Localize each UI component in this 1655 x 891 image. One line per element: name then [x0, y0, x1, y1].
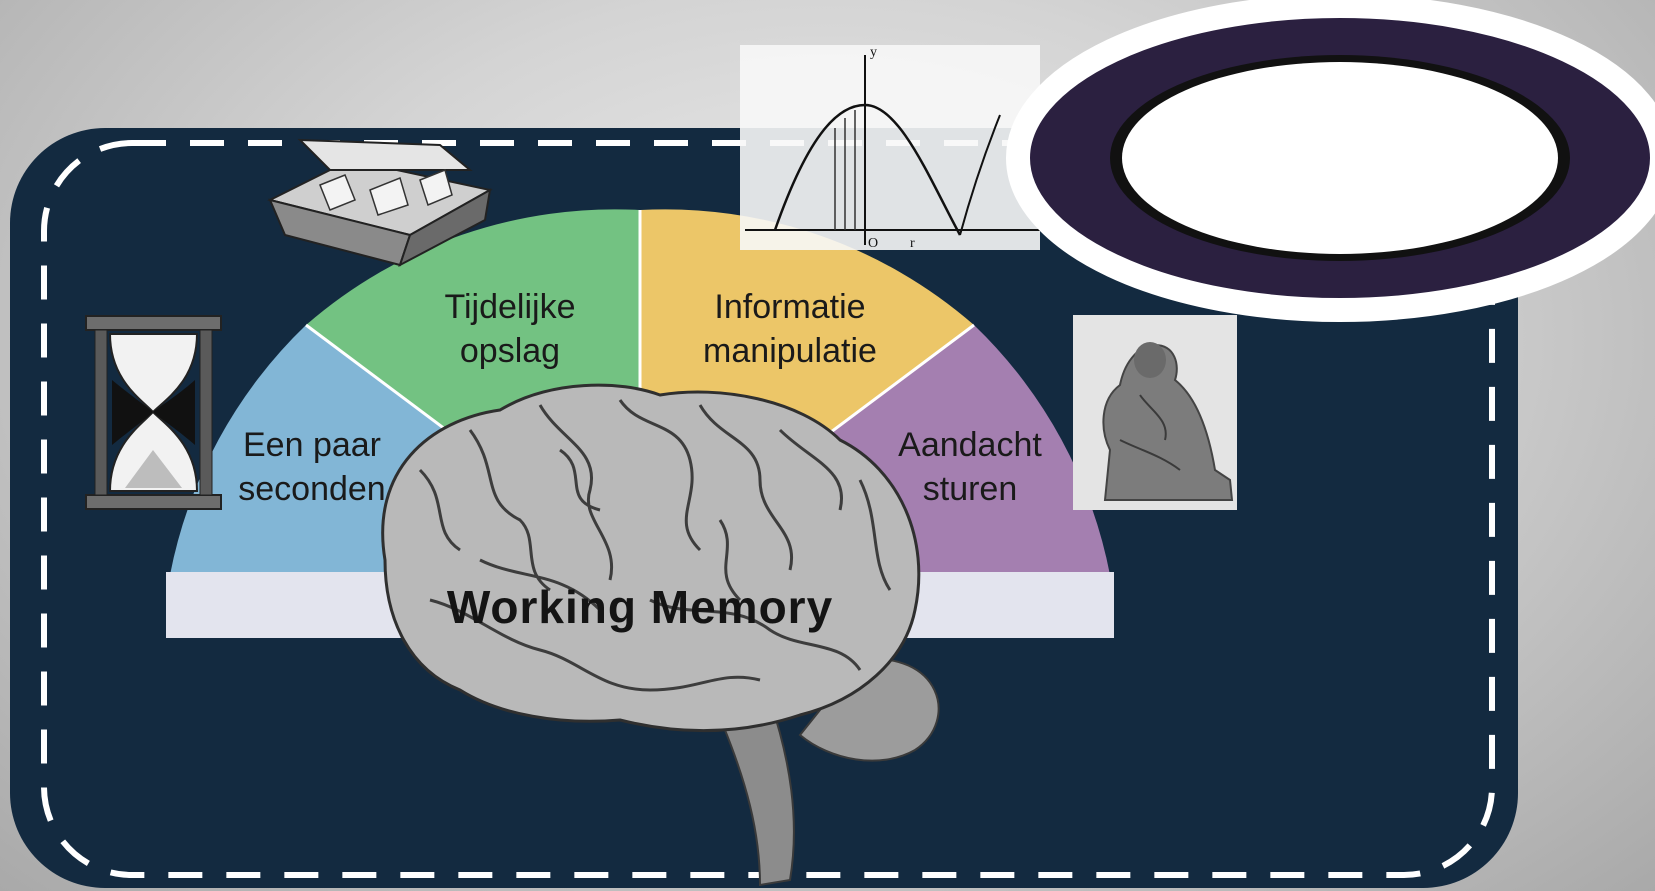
corner-badge	[1006, 0, 1655, 322]
segment-label-line: Informatie	[714, 288, 866, 326]
hourglass-icon	[85, 315, 222, 510]
segment-label-attention: Aandacht sturen	[880, 423, 1060, 511]
segment-label-line: manipulatie	[703, 332, 877, 370]
diagram-title: Working Memory	[446, 581, 834, 633]
segment-label-line: seconden	[238, 470, 386, 508]
filing-box-icon	[267, 138, 493, 268]
svg-text:y: y	[870, 45, 877, 60]
svg-text:O: O	[868, 236, 878, 251]
segment-label-line: sturen	[922, 470, 1018, 508]
segment-label-storage: Tijdelijke opslag	[420, 285, 600, 373]
svg-text:r: r	[910, 236, 915, 251]
segment-label-line: Tijdelijke	[444, 288, 576, 326]
thinker-statue-icon	[1073, 315, 1237, 510]
segment-label-line: opslag	[459, 332, 561, 370]
segment-label-line: Aandacht	[898, 426, 1042, 464]
brain-icon	[381, 383, 940, 887]
graph-icon: y r O	[740, 45, 1040, 251]
segment-label-line: Een paar	[243, 426, 381, 464]
segment-label-seconds: Een paar seconden	[222, 423, 402, 511]
segment-label-manipulation: Informatie manipulatie	[680, 285, 900, 373]
